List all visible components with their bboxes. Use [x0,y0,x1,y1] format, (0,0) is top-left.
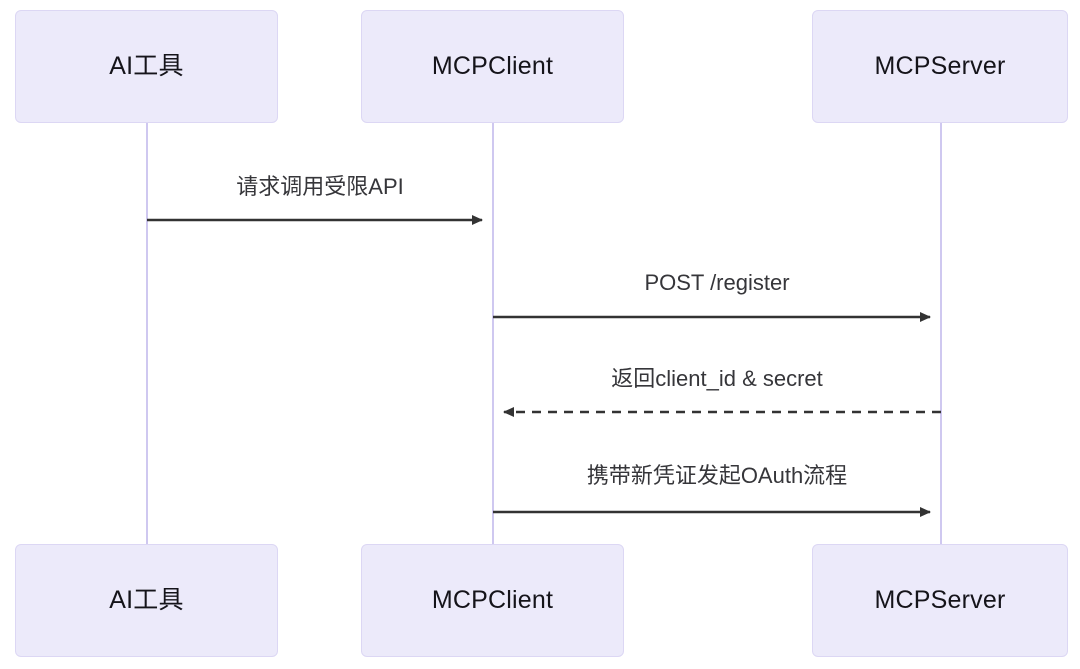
actor-box-mcp-server-top[interactable]: MCPServer [812,10,1068,123]
actor-label-mcp-server: MCPServer [874,586,1006,614]
label-msg-post-register: POST /register [644,270,790,295]
actor-label-ai-tool: AI工具 [109,586,184,614]
label-msg-request-restricted-api: 请求调用受限API [236,174,404,199]
actor-label-mcp-client: MCPClient [431,52,554,80]
actor-box-ai-tool-top[interactable]: AI工具 [15,10,278,123]
actor-box-mcp-server-bottom[interactable]: MCPServer [812,544,1068,657]
actor-label-mcp-client: MCPClient [431,586,554,614]
actor-box-mcp-client-bottom[interactable]: MCPClient [361,544,624,657]
actor-box-ai-tool-bottom[interactable]: AI工具 [15,544,278,657]
actor-label-ai-tool: AI工具 [109,52,184,80]
lifelines-group [146,123,942,544]
label-msg-oauth-with-new-credentials: 携带新凭证发起OAuth流程 [586,463,848,488]
actor-box-mcp-client-top[interactable]: MCPClient [361,10,624,123]
message-arrows-group [147,215,941,517]
actor-label-mcp-server: MCPServer [874,52,1006,80]
label-msg-return-client-id-secret: 返回client_id & secret [611,366,823,391]
